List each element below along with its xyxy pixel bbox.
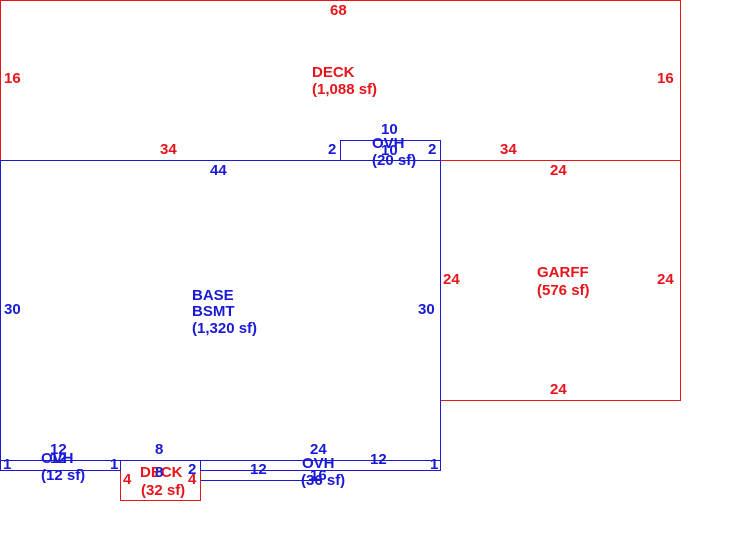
ovh-right-area: (36 sf): [301, 472, 345, 489]
deck-top-area: (1,088 sf): [312, 81, 377, 98]
deck-small-area: (32 sf): [141, 482, 185, 499]
dim-garff-top: 24: [550, 162, 567, 179]
dim-ovh-top-width-overlap: 10: [381, 142, 398, 159]
ovh-top-area: (20 sf): [372, 152, 416, 169]
dim-deck-small-width: 8: [155, 441, 163, 458]
deck-small-overlap-digit: 8: [155, 464, 163, 481]
dim-ovh-right-width: 24: [310, 441, 327, 458]
ovh-top-name: OVH: [372, 135, 405, 152]
dim-base-top: 44: [210, 162, 227, 179]
dim-garff-left: 24: [443, 271, 460, 288]
base-area: (1,320 sf): [192, 320, 257, 337]
dim-ovh-right-upper: 12: [370, 451, 387, 468]
deck-top-name: DECK: [312, 64, 355, 81]
dim-deck-bottom-left: 34: [160, 141, 177, 158]
dim-ovh-right-overlap: 16: [310, 467, 327, 484]
ovh-left-outline: [0, 460, 121, 471]
dim-base-right: 30: [418, 301, 435, 318]
dim-deck-left: 16: [4, 70, 21, 87]
ovh-left-area: (12 sf): [41, 467, 85, 484]
dim-deck-right: 16: [657, 70, 674, 87]
dim-ovh-left-right: 1: [110, 456, 118, 473]
dim-deck-top: 68: [330, 2, 347, 19]
dim-deck-small-left: 4: [123, 471, 132, 488]
dim-ovh-right-bottom: 12: [250, 461, 267, 478]
garff-name: GARFF: [537, 264, 589, 281]
dim-ovh-left-width-overlap: 12: [50, 450, 67, 467]
ovh-left-name: OVH: [41, 450, 74, 467]
dim-deck-bottom-right: 34: [500, 141, 517, 158]
dim-ovh-right-end: 1: [430, 456, 438, 473]
dim-ovh-left-width: 12: [50, 441, 67, 458]
dim-garff-right: 24: [657, 271, 674, 288]
dim-ovh-left-left: 1: [3, 456, 11, 473]
base-name: BASE: [192, 287, 234, 304]
deck-small-name: DECK: [140, 464, 183, 481]
base-name-2: BSMT: [192, 303, 235, 320]
garff-area: (576 sf): [537, 282, 590, 299]
dim-small-2: 2: [188, 461, 196, 478]
ovh-right-name: OVH: [302, 455, 335, 472]
dim-garff-bottom: 24: [550, 381, 567, 398]
dim-ovh-top-right: 2: [428, 141, 436, 158]
ovh-top-outline: [340, 140, 441, 161]
dim-ovh-top-width: 10: [381, 121, 398, 138]
dim-base-left: 30: [4, 301, 21, 318]
dim-ovh-top-left: 2: [328, 141, 336, 158]
dim-deck-small-right: 4: [188, 471, 197, 488]
